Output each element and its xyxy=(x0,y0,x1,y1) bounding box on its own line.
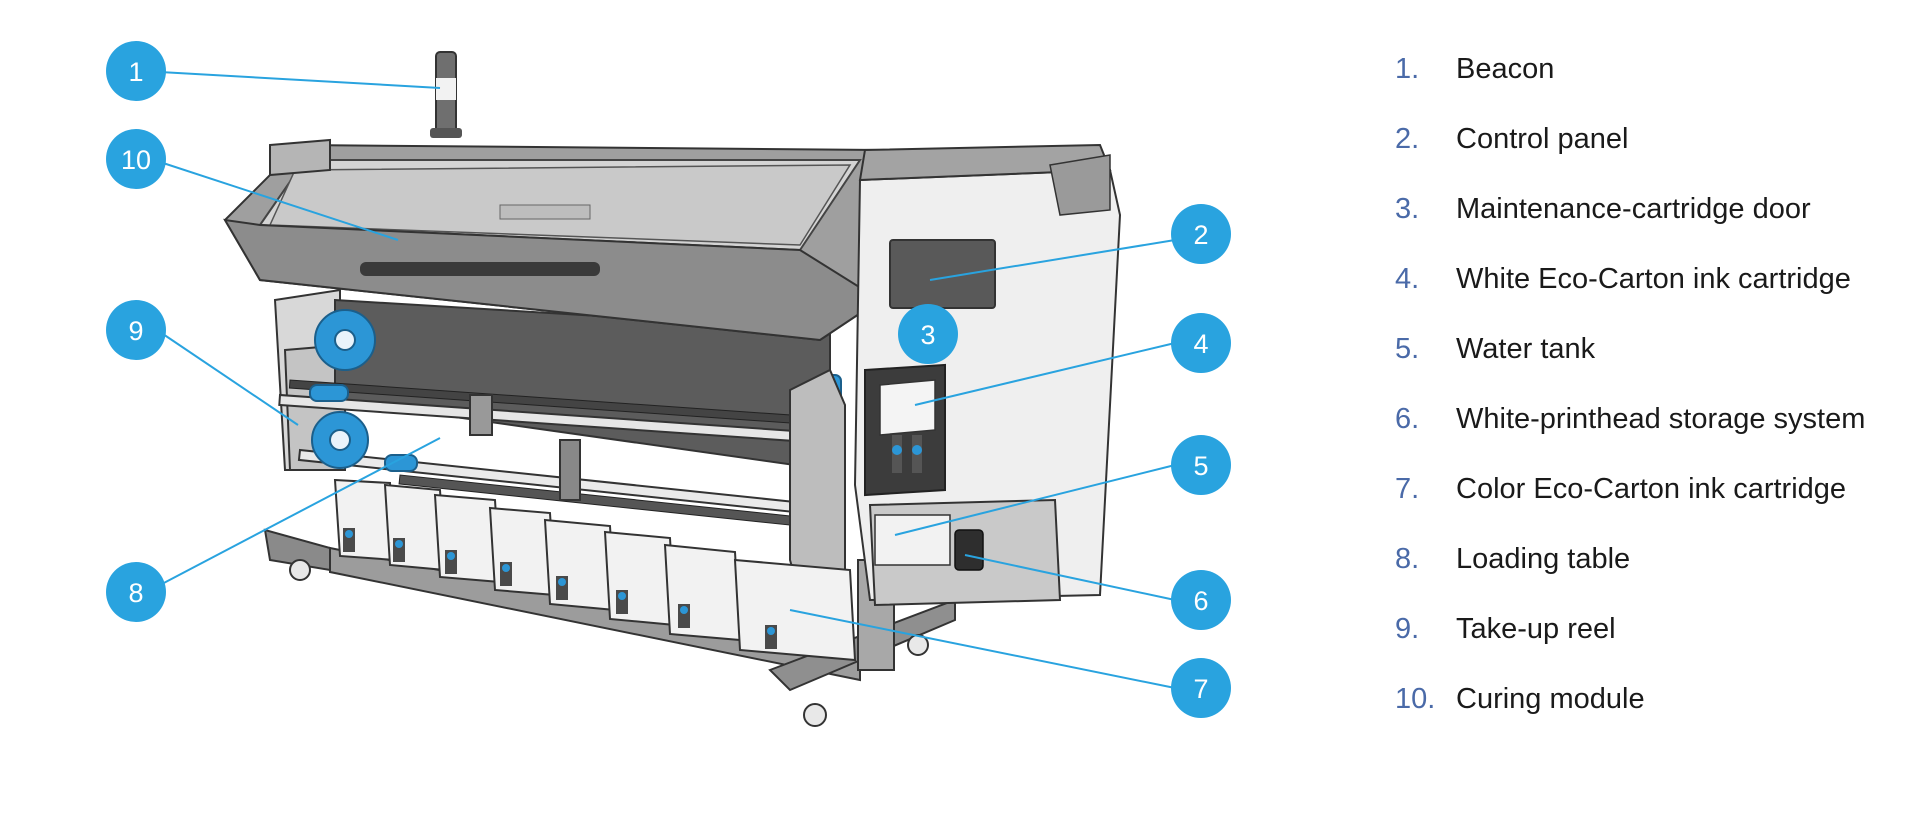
callout-number: 6 xyxy=(1193,586,1208,616)
legend-number: 4. xyxy=(1395,262,1420,295)
callout-8: 8 xyxy=(106,562,166,622)
legend-label: Curing module xyxy=(1456,682,1645,715)
legend-number: 5. xyxy=(1395,332,1420,365)
callout-number: 10 xyxy=(121,145,151,175)
legend-label: White Eco-Carton ink cartridge xyxy=(1456,262,1851,295)
leader-line-2 xyxy=(929,239,1176,281)
callout-10: 10 xyxy=(106,129,166,189)
printer-illustration xyxy=(223,51,1122,727)
legend-item-water-tank: 5. Water tank xyxy=(1395,314,1905,384)
ink-cartridge-row xyxy=(333,478,857,662)
legend-item-loading-table: 8. Loading table xyxy=(1395,524,1905,594)
legend-number: 9. xyxy=(1395,612,1420,645)
callout-number: 7 xyxy=(1193,674,1208,704)
legend-number: 1. xyxy=(1395,52,1420,85)
callout-2: 2 xyxy=(1171,204,1231,264)
legend-item-beacon: 1. Beacon xyxy=(1395,34,1905,104)
legend-label: White-printhead storage system xyxy=(1456,402,1866,435)
callout-9: 9 xyxy=(106,300,166,360)
legend-item-control-panel: 2. Control panel xyxy=(1395,104,1905,174)
legend-label: Color Eco-Carton ink cartridge xyxy=(1456,472,1847,505)
printer-diagram: 1 10 2 3 4 5 6 7 8 9 xyxy=(106,41,1231,727)
callout-number: 2 xyxy=(1193,220,1208,250)
callout-5: 5 xyxy=(1171,435,1231,495)
leader-line-8 xyxy=(159,437,441,586)
callout-number: 5 xyxy=(1193,451,1208,481)
leader-line-9 xyxy=(159,331,299,426)
legend-number: 7. xyxy=(1395,472,1420,505)
legend-label: Water tank xyxy=(1456,332,1596,365)
legend-number: 2. xyxy=(1395,122,1420,155)
callout-number: 8 xyxy=(128,578,143,608)
legend-number: 8. xyxy=(1395,542,1420,575)
legend-number: 3. xyxy=(1395,192,1420,225)
legend-label: Control panel xyxy=(1456,122,1629,155)
legend-item-maintenance-cartridge-door: 3. Maintenance-cartridge door xyxy=(1395,174,1905,244)
callout-number: 4 xyxy=(1193,329,1208,359)
callout-1: 1 xyxy=(106,41,166,101)
legend-label: Loading table xyxy=(1456,542,1631,575)
parts-legend: 1. Beacon 2. Control panel 3. Maintenance-c… xyxy=(1395,34,1905,734)
legend-number: 6. xyxy=(1395,402,1420,435)
legend-label: Maintenance-cartridge door xyxy=(1456,192,1811,225)
leader-line-5 xyxy=(894,464,1176,536)
leader-line-10 xyxy=(159,161,399,241)
leader-line-1 xyxy=(159,71,441,89)
callout-4: 4 xyxy=(1171,313,1231,373)
callout-number: 1 xyxy=(128,57,143,87)
leader-line-7 xyxy=(789,609,1176,689)
legend-item-take-up-reel: 9. Take-up reel xyxy=(1395,594,1905,664)
legend-label: Take-up reel xyxy=(1456,612,1616,645)
callout-number: 3 xyxy=(920,320,935,350)
callout-6: 6 xyxy=(1171,570,1231,630)
callout-number: 9 xyxy=(128,316,143,346)
leader-line-6 xyxy=(964,554,1176,601)
leader-line-4 xyxy=(914,342,1176,406)
callout-7: 7 xyxy=(1171,658,1231,718)
legend-item-curing-module: 10. Curing module xyxy=(1395,664,1905,734)
legend-label: Beacon xyxy=(1456,52,1555,85)
legend-number: 10. xyxy=(1395,682,1436,715)
callout-3: 3 xyxy=(898,304,958,364)
legend-item-white-printhead-storage: 6. White-printhead storage system xyxy=(1395,384,1905,454)
legend-item-color-ink-cartridge: 7. Color Eco-Carton ink cartridge xyxy=(1395,454,1905,524)
legend-item-white-ink-cartridge: 4. White Eco-Carton ink cartridge xyxy=(1395,244,1905,314)
leader-lines xyxy=(159,71,1176,689)
